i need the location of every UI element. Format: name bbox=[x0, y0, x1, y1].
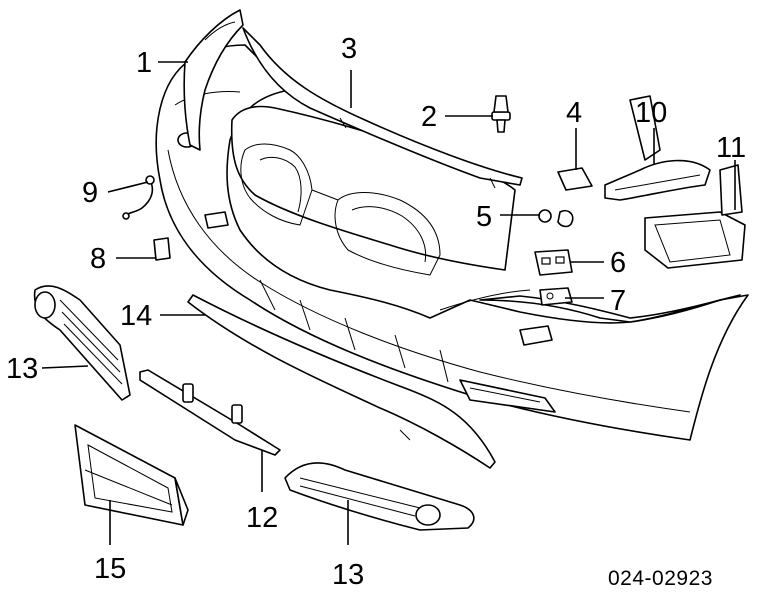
callout-13-left: 13 bbox=[6, 353, 38, 385]
part-1-bracket bbox=[183, 9, 244, 151]
part-13-left-grille bbox=[33, 285, 131, 401]
callout-11: 11 bbox=[716, 132, 746, 164]
callout-4: 4 bbox=[566, 97, 582, 129]
callout-10: 10 bbox=[635, 97, 667, 129]
callout-15: 15 bbox=[94, 553, 126, 585]
part-code: 024-02923 bbox=[608, 567, 713, 590]
part-8-pad bbox=[153, 237, 171, 261]
part-10-bracket bbox=[604, 95, 711, 201]
part-9-cable bbox=[122, 175, 155, 220]
callout-1: 1 bbox=[136, 47, 152, 79]
callout-5: 5 bbox=[476, 201, 492, 233]
part-13-bottom-grille bbox=[284, 462, 475, 531]
callout-6: 6 bbox=[610, 247, 626, 279]
callout-13-bottom: 13 bbox=[332, 559, 364, 591]
callout-12: 12 bbox=[246, 502, 278, 534]
part-14-lip-strip bbox=[187, 294, 496, 469]
callout-2: 2 bbox=[421, 101, 437, 133]
part-6-bracket bbox=[534, 249, 573, 276]
part-3-strip bbox=[242, 27, 523, 189]
part-2-clip bbox=[491, 95, 511, 133]
part-15-plate-holder bbox=[74, 424, 189, 526]
part-11-duct bbox=[644, 164, 746, 269]
callout-14: 14 bbox=[120, 300, 152, 332]
callout-8: 8 bbox=[90, 243, 106, 275]
callout-7: 7 bbox=[610, 285, 626, 317]
part-12-trim bbox=[139, 369, 281, 456]
callout-3: 3 bbox=[341, 33, 357, 65]
callout-9: 9 bbox=[82, 177, 98, 209]
leader-lines bbox=[41, 61, 736, 545]
part-5-clips bbox=[538, 209, 574, 228]
part-4-cover bbox=[557, 167, 593, 191]
part-7-bracket bbox=[539, 287, 573, 306]
